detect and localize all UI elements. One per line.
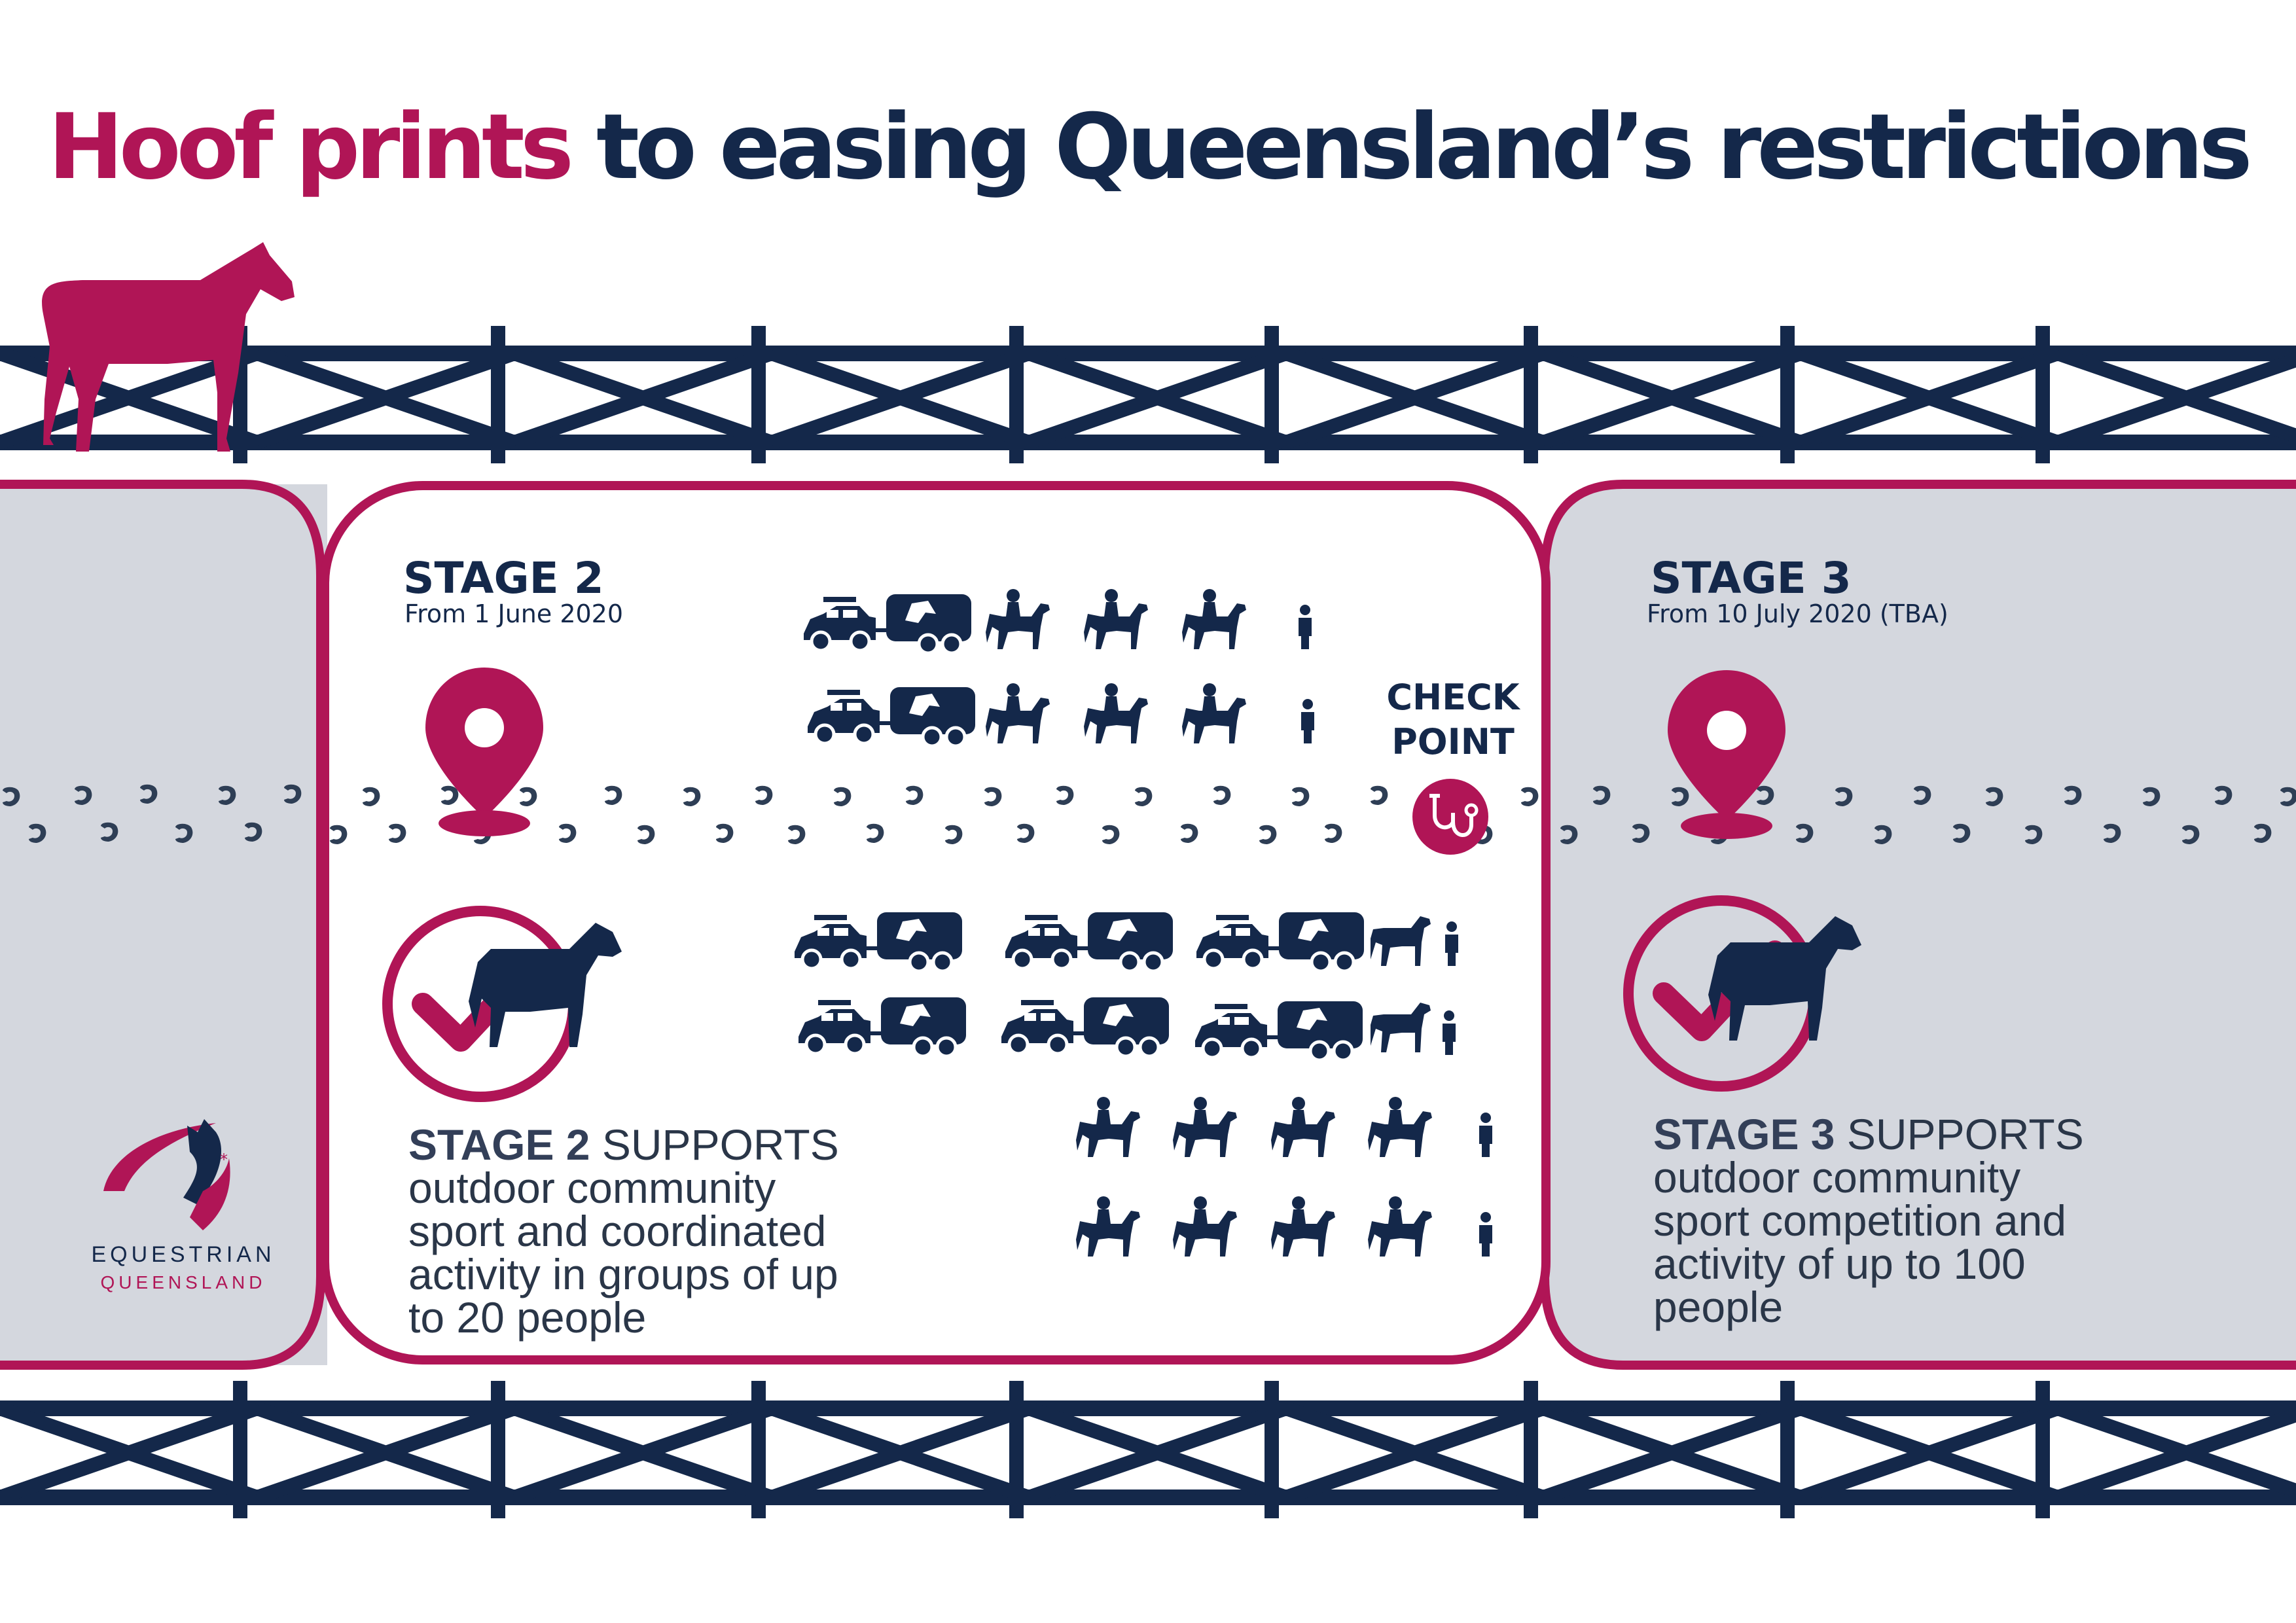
stage3-title: STAGE 3 bbox=[1651, 553, 1852, 603]
stage2-support-line1: STAGE 2 SUPPORTS bbox=[408, 1123, 839, 1166]
stage3-support-line4: activity of up to 100 bbox=[1653, 1240, 2026, 1288]
stage3-support-text: STAGE 3 SUPPORTS outdoor community sport… bbox=[1653, 1113, 2084, 1329]
stage2-support-line4: activity in groups of up bbox=[408, 1250, 838, 1298]
stage3-support-line3: sport competition and bbox=[1653, 1196, 2067, 1245]
checkpoint-label: CHECK POINT bbox=[1381, 675, 1525, 764]
stage3-support-line2: outdoor community bbox=[1653, 1153, 2021, 1202]
title-rest: to easing Queensland’s restrictions bbox=[569, 94, 2253, 200]
stage3-support-word: SUPPORTS bbox=[1846, 1110, 2084, 1158]
bottom-fence-icon bbox=[0, 1381, 2296, 1518]
stage2-support-line3: sport and coordinated bbox=[408, 1207, 827, 1255]
title-accent: Hoof prints bbox=[48, 94, 574, 200]
stage2-support-text: STAGE 2 SUPPORTS outdoor community sport… bbox=[408, 1123, 839, 1339]
stage3-date: From 10 July 2020 (TBA) bbox=[1647, 599, 1948, 628]
stage2-title: STAGE 2 bbox=[403, 553, 604, 603]
stethoscope-icon bbox=[1412, 779, 1488, 855]
stage3-support-bold: STAGE 3 bbox=[1653, 1110, 1835, 1158]
page-title: Hoof prints to easing Queensland’s restr… bbox=[0, 92, 2296, 203]
horse-silhouette-icon bbox=[42, 242, 295, 452]
stage2-date: From 1 June 2020 bbox=[404, 599, 624, 628]
left-panel-border bbox=[0, 480, 325, 1370]
equestrian-logo-icon: * bbox=[103, 1119, 230, 1230]
stage2-support-line2: outdoor community bbox=[408, 1164, 776, 1212]
svg-text:*: * bbox=[220, 1150, 228, 1169]
checkpoint-line1: CHECK bbox=[1386, 677, 1520, 718]
stage3-support-line5: people bbox=[1653, 1283, 1784, 1331]
checkpoint-line2: POINT bbox=[1391, 721, 1515, 762]
top-fence-icon bbox=[0, 326, 2296, 463]
stage2-support-bold: STAGE 2 bbox=[408, 1120, 590, 1169]
logo-text-equestrian: EQUESTRIAN bbox=[91, 1242, 276, 1267]
stage3-support-line1: STAGE 3 SUPPORTS bbox=[1653, 1113, 2084, 1156]
logo-text-queensland: QUEENSLAND bbox=[100, 1272, 266, 1293]
stage2-support-line5: to 20 people bbox=[408, 1293, 647, 1342]
stage2-support-word: SUPPORTS bbox=[601, 1120, 839, 1169]
